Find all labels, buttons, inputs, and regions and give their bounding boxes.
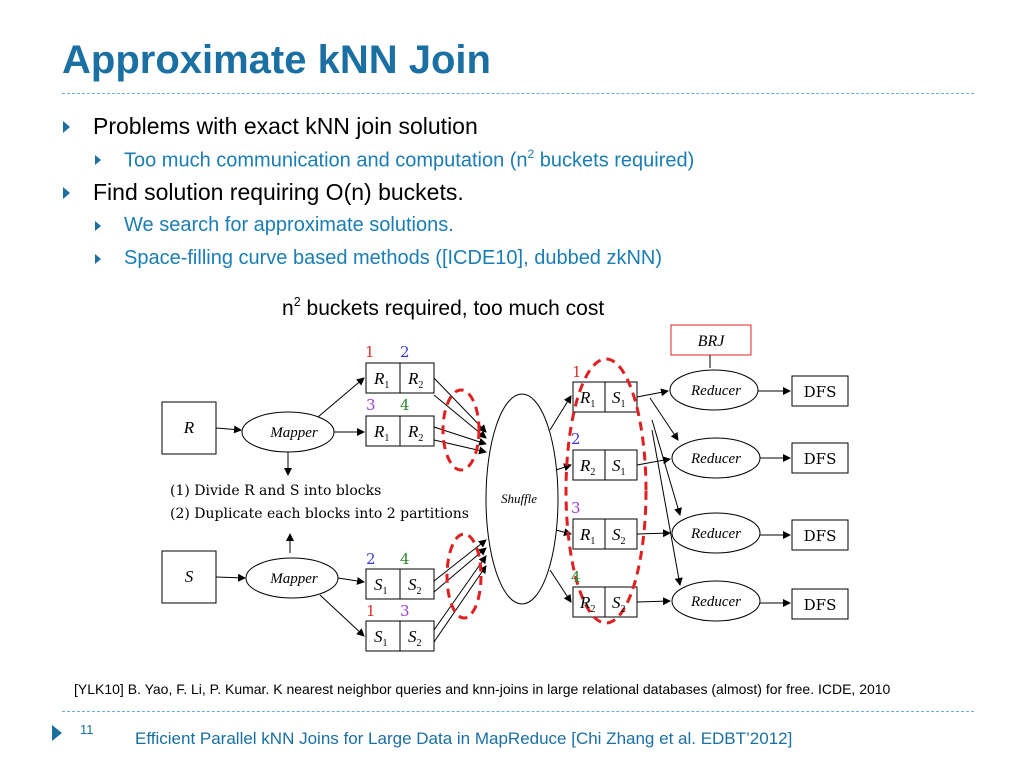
reducer-4 bbox=[671, 580, 761, 622]
partition-number: 4 bbox=[400, 550, 410, 568]
bucket-number: 4 bbox=[571, 568, 581, 586]
partition-number: 2 bbox=[400, 343, 410, 361]
cell-label: R2 bbox=[579, 456, 595, 478]
dfs-3 bbox=[791, 519, 849, 551]
cell-label: S2 bbox=[408, 575, 422, 597]
cell-label: R2 bbox=[579, 593, 595, 615]
sub-bullet-item: Space-filling curve based methods ([ICDE… bbox=[124, 247, 663, 269]
cell-label: S1 bbox=[374, 627, 388, 649]
brj-label: BRJ bbox=[698, 333, 726, 350]
bucket-number: 1 bbox=[572, 363, 582, 381]
note-line: (2) Duplicate each blocks into 2 partiti… bbox=[170, 506, 469, 522]
sub-bullet-arrow-icon bbox=[95, 155, 101, 165]
highlight-marks bbox=[441, 357, 648, 625]
reference-citation: [YLK10] B. Yao, F. Li, P. Kumar. K neare… bbox=[74, 681, 891, 697]
dfs-1 bbox=[791, 375, 849, 407]
cell-label: R2 bbox=[407, 422, 423, 444]
sub-bullet-item: Too much communication and computation (… bbox=[124, 146, 695, 172]
diagram-caption: n2 buckets required, too much cost bbox=[282, 294, 605, 320]
sub-bullet-arrow-icon bbox=[95, 221, 101, 231]
input-s-box bbox=[161, 550, 217, 604]
cell-label: R1 bbox=[373, 369, 389, 391]
cell-label: R2 bbox=[407, 369, 423, 391]
cell-label: R1 bbox=[373, 422, 389, 444]
partition-number: 3 bbox=[366, 396, 376, 414]
shuffle-label: Shuffle bbox=[501, 491, 537, 506]
reducer-label: Reducer bbox=[690, 594, 741, 610]
bullet-item: Problems with exact kNN join solution bbox=[93, 113, 478, 139]
reducer-label: Reducer bbox=[690, 526, 741, 542]
bullet-arrow-icon bbox=[63, 187, 70, 199]
brj-box bbox=[670, 324, 752, 356]
footer-divider bbox=[62, 711, 974, 712]
page-number: 11 bbox=[80, 722, 94, 737]
cell-label: R1 bbox=[579, 525, 595, 547]
reducer-label: Reducer bbox=[690, 383, 741, 399]
sub-bullet-item: We search for approximate solutions. bbox=[124, 214, 454, 236]
cell-label: S1 bbox=[612, 456, 626, 478]
bullet-item: Find solution requiring O(n) buckets. bbox=[93, 179, 464, 205]
reducer-1 bbox=[669, 369, 759, 411]
dfs-label: DFS bbox=[804, 383, 837, 401]
bucket-number: 3 bbox=[571, 499, 581, 517]
cell-label: S2 bbox=[612, 593, 626, 615]
play-arrow-icon bbox=[52, 725, 62, 741]
cell-label: S1 bbox=[612, 388, 626, 410]
cell-label: S2 bbox=[408, 627, 422, 649]
shuffle-node bbox=[485, 393, 559, 605]
bullet-arrow-icon bbox=[63, 121, 70, 133]
dfs-label: DFS bbox=[804, 527, 837, 545]
partition-number: 4 bbox=[400, 396, 410, 414]
partition-number: 3 bbox=[400, 602, 410, 620]
title-divider bbox=[62, 93, 974, 94]
bucket-number: 2 bbox=[571, 430, 581, 448]
cell-label: R1 bbox=[579, 388, 595, 410]
dfs-4 bbox=[791, 588, 849, 620]
mapper-label: Mapper bbox=[269, 425, 318, 441]
sub-bullet-arrow-icon bbox=[95, 254, 101, 264]
footer-text: Efficient Parallel kNN Joins for Large D… bbox=[135, 729, 793, 748]
mapper-label: Mapper bbox=[269, 571, 318, 587]
cell-label: S2 bbox=[612, 525, 626, 547]
dfs-label: DFS bbox=[804, 596, 837, 614]
dfs-2 bbox=[791, 442, 849, 474]
slide-title: Approximate kNN Join bbox=[62, 38, 491, 82]
partition-number: 1 bbox=[365, 343, 375, 361]
partition-number: 1 bbox=[366, 602, 376, 620]
input-r-label: R bbox=[183, 418, 195, 437]
dfs-label: DFS bbox=[804, 450, 837, 468]
reducer-3 bbox=[671, 512, 761, 554]
note-line: (1) Divide R and S into blocks bbox=[170, 483, 381, 499]
input-s-label: S bbox=[185, 567, 194, 586]
input-r-box bbox=[161, 401, 217, 455]
cell-label: S1 bbox=[374, 575, 388, 597]
partition-number: 2 bbox=[366, 550, 376, 568]
reducer-label: Reducer bbox=[690, 451, 741, 467]
